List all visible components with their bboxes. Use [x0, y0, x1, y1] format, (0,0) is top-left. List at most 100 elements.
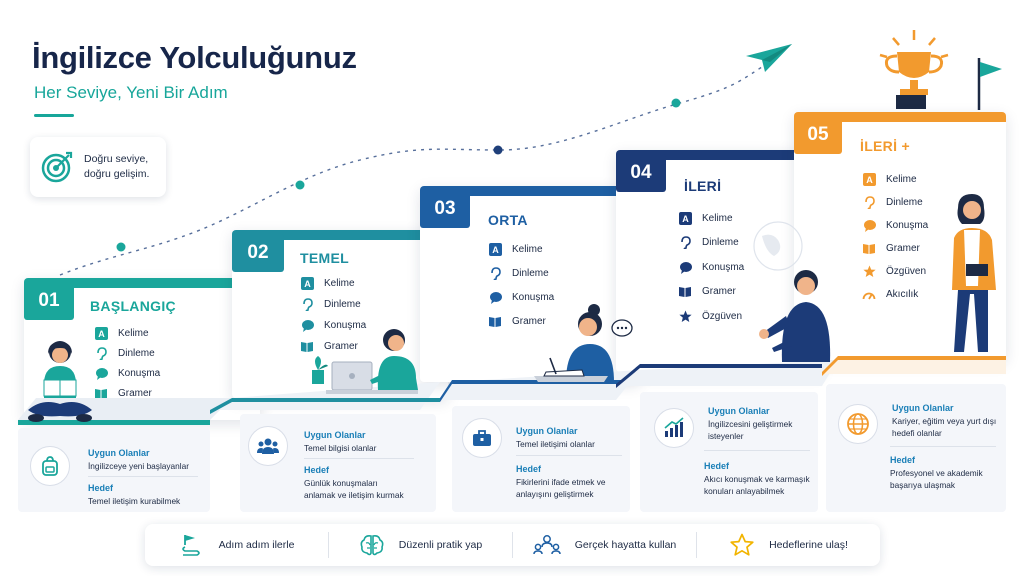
skill-item: Dinleme [300, 294, 366, 315]
platform-5-edge [822, 356, 1006, 376]
level-1-info-divider [88, 476, 198, 477]
skill-item: Konuşma [94, 363, 160, 383]
paper-plane-icon [746, 44, 792, 72]
book-icon [94, 386, 108, 400]
level-2-badge: 02 [232, 234, 284, 272]
level-4-stair-edge [616, 150, 822, 160]
skill-item: Konuşma [488, 285, 554, 309]
path-dot [493, 145, 503, 155]
platform-5 [822, 356, 1006, 374]
star-icon [862, 265, 876, 279]
ear-icon [488, 266, 502, 280]
ear-icon [862, 196, 876, 210]
skill-item: Akıcılık [862, 283, 928, 306]
vocabulary-icon: A [678, 211, 692, 225]
globe-icon [838, 404, 878, 444]
speech-bubble-icon [94, 366, 108, 380]
reading-student-illustration [28, 341, 92, 422]
skill-item: Özgüven [862, 260, 928, 283]
skill-item: Dinleme [678, 231, 744, 256]
skill-item: Özgüven [678, 304, 744, 329]
svg-text:A: A [98, 329, 105, 339]
level-4-name: İLERİ [684, 178, 722, 194]
book-icon [862, 242, 876, 256]
speaking-student-illustration [753, 221, 831, 362]
skill-item: Gramer [488, 309, 554, 333]
ear-icon [300, 298, 314, 312]
skill-item: Gramer [678, 280, 744, 305]
page-subtitle: Her Seviye, Yeni Bir Adım [34, 83, 228, 102]
skill-item: Gramer [862, 237, 928, 260]
level-3-badge: 03 [420, 190, 470, 228]
level-4-info-divider [704, 450, 810, 451]
platform-4-edge [616, 364, 822, 388]
level-4-suitable-text: İngilizcesini geliştirmek isteyenler [708, 419, 793, 441]
target-card-text: Doğru seviye, doğru gelişim. [84, 153, 150, 180]
tip-divider [512, 532, 513, 558]
speech-bubble-icon [862, 219, 876, 233]
level-1-suitable-label: Uygun Olanlar [88, 448, 150, 458]
vocabulary-icon: A [94, 326, 108, 340]
laptop-student-illustration [312, 329, 418, 394]
path-dot [671, 98, 681, 108]
level-1-suitable-text: İngilizceye yeni başlayanlar [88, 461, 190, 471]
level-1-name: BAŞLANGIÇ [90, 298, 176, 314]
tip-real-life: Gerçek hayatta kullan [513, 524, 696, 566]
tip-step-by-step: Adım adım ilerle [145, 524, 328, 566]
target-card: Doğru seviye, doğru gelişim. [30, 137, 166, 197]
tips-bar: Adım adım ilerle Düzenli pratik yap Gerç… [145, 524, 880, 566]
svg-text:A: A [492, 245, 499, 255]
level-4-goal-label: Hedef [704, 461, 730, 471]
ear-icon [678, 236, 692, 250]
skill-item: Gramer [94, 383, 160, 403]
writing-student-illustration [534, 304, 633, 382]
book-icon [678, 285, 692, 299]
level-2-stair-edge [232, 230, 448, 240]
group-icon [248, 426, 288, 466]
svg-text:A: A [304, 279, 311, 289]
tip-practice: Düzenli pratik yap [329, 524, 512, 566]
svg-text:A: A [682, 214, 689, 224]
path-dot [295, 180, 305, 190]
level-5-goal-label: Hedef [890, 455, 916, 465]
level-1-goal-text: Temel iletişim kurabilmek [88, 496, 181, 506]
level-3-stair-edge [420, 186, 640, 196]
level-2-goal-label: Hedef [304, 465, 330, 475]
ear-icon [94, 346, 108, 360]
level-3-info-divider [516, 455, 622, 456]
star-icon [678, 309, 692, 323]
level-5-suitable-text: Kariyer, eğitim veya yurt dışı hedefi ol… [892, 416, 997, 438]
book-icon [488, 314, 502, 328]
brain-icon [360, 535, 384, 556]
level-1-stair-edge [24, 278, 260, 288]
people-network-icon [532, 535, 561, 555]
tip-reach-goals: Hedeflerine ulaş! [697, 524, 880, 566]
skill-item: Dinleme [94, 343, 160, 363]
gauge-icon [862, 288, 876, 302]
professional-woman-illustration [952, 194, 996, 352]
level-2-suitable-label: Uygun Olanlar [304, 430, 366, 440]
flag-icon [977, 58, 1002, 110]
backpack-icon [30, 446, 70, 486]
briefcase-icon [462, 418, 502, 458]
skill-item: Dinleme [488, 261, 554, 285]
skill-item: Konuşma [678, 255, 744, 280]
tip-divider [328, 532, 329, 558]
level-3-goal-text: Fikirlerini ifade etmek ve anlayışını ge… [516, 477, 606, 499]
level-2-suitable-text: Temel bilgisi olanlar [304, 443, 377, 453]
level-5-badge: 05 [794, 116, 842, 154]
level-5-name: İLERİ + [860, 138, 910, 154]
path-dot [116, 242, 126, 252]
level-4-goal-text: Akıcı konuşmak ve karmaşık konuları anla… [704, 474, 810, 496]
skill-item: Konuşma [300, 315, 366, 336]
level-5-goal-text: Profesyonel ve akademik başarıya ulaşmak [890, 468, 983, 490]
